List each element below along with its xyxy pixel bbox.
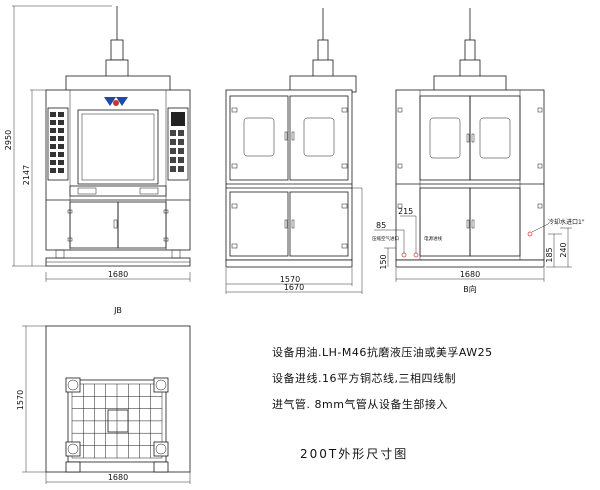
key-button-icon bbox=[58, 152, 64, 157]
dim-total-height: 2950 bbox=[4, 130, 13, 150]
side-window-right bbox=[303, 117, 335, 157]
side-window-left bbox=[243, 117, 275, 157]
key-button-icon bbox=[50, 144, 56, 149]
key-button-icon bbox=[178, 130, 184, 136]
note-power: 设备进线.16平方铜芯线,三相四线制 bbox=[272, 371, 456, 385]
key-button-icon bbox=[170, 166, 176, 172]
front-view-label: JB bbox=[113, 306, 122, 315]
key-button-icon bbox=[50, 160, 56, 165]
front-cylinder-base bbox=[105, 59, 129, 79]
front-view: 2950 2147 1680 JB bbox=[4, 5, 191, 315]
key-button-icon bbox=[178, 157, 184, 163]
top-table bbox=[67, 379, 167, 463]
top-pillar-bl bbox=[65, 441, 81, 457]
dim-body-height: 2147 bbox=[22, 165, 31, 185]
dim-rear-85: 85 bbox=[376, 221, 386, 230]
key-button-icon bbox=[58, 160, 64, 165]
key-button-icon bbox=[50, 168, 56, 173]
rear-upper-door-right bbox=[469, 95, 521, 181]
top-pillar-tr bbox=[153, 377, 169, 393]
key-button-icon bbox=[170, 157, 176, 163]
key-button-icon bbox=[50, 112, 56, 117]
key-button-icon bbox=[58, 128, 64, 133]
rear-small-label-2: 电源进线 bbox=[424, 235, 442, 242]
note-air: 进气管. 8mm气管从设备生部接入 bbox=[272, 397, 448, 411]
front-table bbox=[69, 185, 167, 197]
dim-side-outer: 1670 bbox=[284, 283, 304, 292]
key-button-icon bbox=[58, 136, 64, 141]
rear-base bbox=[395, 259, 545, 268]
notes-block: 设备用油.LH-M46抗磨液压油或美孚AW25 设备进线.16平方铜芯线,三相四… bbox=[272, 345, 493, 461]
key-button-icon bbox=[58, 112, 64, 117]
coolant-inlet-icon bbox=[527, 231, 533, 237]
display-screen bbox=[171, 112, 185, 126]
key-button-icon bbox=[170, 148, 176, 154]
key-button-icon bbox=[50, 136, 56, 141]
rear-view-label: B向 bbox=[463, 284, 477, 294]
note-oil: 设备用油.LH-M46抗磨液压油或美孚AW25 bbox=[272, 345, 493, 359]
front-door-right bbox=[117, 201, 167, 249]
key-button-icon bbox=[178, 139, 184, 145]
key-button-icon bbox=[58, 120, 64, 125]
key-button-icon bbox=[50, 120, 56, 125]
rear-view: 85 215 压缩空气进口 电源进线 冷却水进口1" 150 185 240 1… bbox=[372, 8, 585, 294]
left-keypad bbox=[50, 112, 64, 173]
brand-logo-icon bbox=[104, 97, 128, 106]
key-button-icon bbox=[58, 144, 64, 149]
side-lower-door-left bbox=[229, 191, 289, 257]
coolant-label: 冷却水进口1" bbox=[548, 218, 585, 226]
front-cylinder bbox=[110, 39, 124, 61]
dim-rear-150: 150 bbox=[379, 254, 388, 269]
side-body bbox=[225, 89, 353, 261]
side-lower-door-right bbox=[289, 191, 349, 257]
dim-front-width: 1680 bbox=[108, 270, 128, 279]
side-view: 1570 1670 bbox=[225, 8, 363, 294]
top-center-block bbox=[107, 409, 129, 433]
key-button-icon bbox=[58, 168, 64, 173]
key-button-icon bbox=[170, 139, 176, 145]
dim-rear-185: 185 bbox=[545, 247, 554, 262]
top-pillar-br bbox=[153, 441, 169, 457]
drawing-caption: 200T外形尺寸图 bbox=[300, 447, 408, 461]
dim-top-depth: 1570 bbox=[16, 390, 25, 410]
dim-top-width: 1680 bbox=[108, 473, 128, 482]
rear-small-label-1: 压缩空气进口 bbox=[372, 235, 399, 242]
front-window bbox=[77, 109, 159, 185]
dim-side-inner: 1570 bbox=[280, 275, 300, 284]
top-pillar-tl bbox=[65, 377, 81, 393]
key-button-icon bbox=[50, 152, 56, 157]
rear-lower-door-right bbox=[469, 187, 521, 257]
key-button-icon bbox=[50, 128, 56, 133]
dim-rear-width: 1680 bbox=[460, 270, 480, 279]
top-view: 1570 1680 bbox=[16, 325, 191, 484]
side-upper-door-left bbox=[229, 95, 289, 181]
side-upper-door-right bbox=[289, 95, 349, 181]
side-base bbox=[225, 259, 353, 268]
key-button-icon bbox=[178, 148, 184, 154]
key-button-icon bbox=[178, 166, 184, 172]
dim-rear-215: 215 bbox=[398, 207, 413, 216]
door-handle-icon bbox=[113, 219, 118, 229]
key-button-icon bbox=[170, 130, 176, 136]
dim-rear-240: 240 bbox=[559, 242, 568, 257]
right-keypad bbox=[170, 130, 184, 172]
